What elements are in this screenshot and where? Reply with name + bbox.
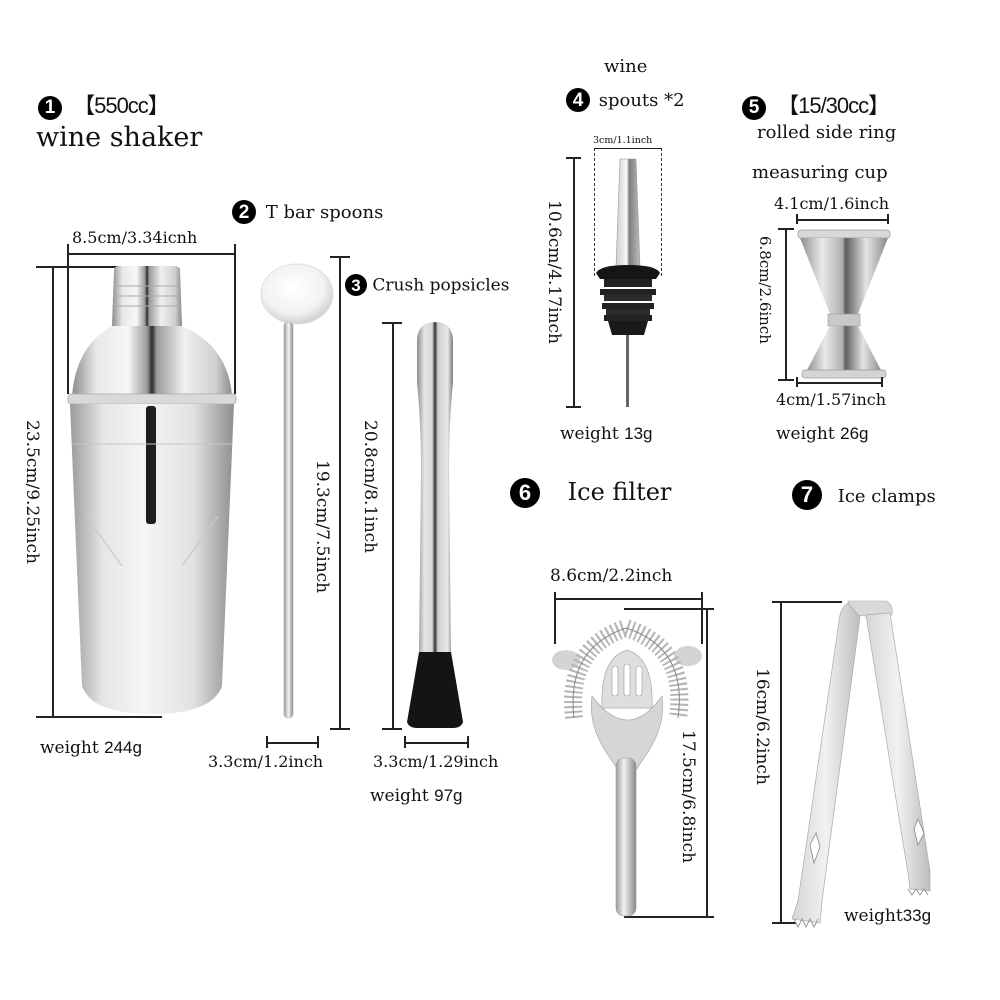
spoon-width-line bbox=[266, 742, 318, 744]
spoon-illustration bbox=[260, 263, 334, 719]
number-badge-5: 5 bbox=[742, 95, 766, 120]
muddler-name: Crush popsicles bbox=[372, 275, 510, 296]
tongs-height-dim: 16cm/6.2inch bbox=[752, 668, 772, 785]
jigger-weight: weight 26g bbox=[776, 424, 869, 444]
jigger-illustration bbox=[797, 229, 891, 379]
shaker-height-dim: 23.5cm/9.25inch bbox=[22, 420, 42, 564]
muddler-illustration bbox=[407, 322, 463, 728]
number-badge-2: 2 bbox=[232, 200, 256, 224]
number-badge-6: 6 bbox=[510, 478, 540, 508]
spout-illustration bbox=[596, 158, 660, 407]
spoon-title: 2 T bar spoons bbox=[232, 200, 383, 224]
jigger-title: 5 【15/30cc】 bbox=[742, 88, 890, 120]
spoon-width-dim: 3.3cm/1.2inch bbox=[208, 752, 324, 771]
spoon-height-dim: 19.3cm/7.5inch bbox=[312, 460, 332, 594]
shaker-illustration bbox=[67, 266, 237, 714]
shaker-title: 1 【550cc】 bbox=[38, 88, 170, 120]
muddler-height-dim: 20.8cm/8.1inch bbox=[360, 420, 380, 554]
jigger-name-line1: rolled side ring bbox=[757, 122, 897, 143]
spout-title: 4 spouts *2 bbox=[566, 88, 685, 112]
spout-width-dim: 3cm/1.1inch bbox=[593, 135, 653, 146]
spout-height-line bbox=[573, 157, 575, 407]
shaker-width-dim: 8.5cm/3.34icnh bbox=[72, 228, 198, 247]
spout-height-dim: 10.6cm/4.17inch bbox=[544, 200, 564, 344]
jigger-capacity: 【15/30cc】 bbox=[777, 93, 890, 118]
shaker-weight: weight 244g bbox=[40, 738, 142, 758]
spout-name-line2: spouts *2 bbox=[598, 89, 685, 111]
strainer-height-dim: 17.5cm/6.8inch bbox=[678, 730, 698, 864]
tongs-title: 7 Ice clamps bbox=[792, 480, 936, 510]
tongs-illustration bbox=[791, 600, 931, 929]
muddler-width-dim: 3.3cm/1.29inch bbox=[373, 752, 499, 771]
muddler-weight: weight 97g bbox=[370, 786, 463, 806]
shaker-name: wine shaker bbox=[36, 122, 203, 153]
number-badge-7: 7 bbox=[792, 480, 822, 510]
jigger-bottom-dim: 4cm/1.57inch bbox=[776, 390, 887, 409]
spout-name-line1: wine bbox=[604, 56, 648, 77]
muddler-width-line bbox=[404, 742, 468, 744]
dimension-line bbox=[67, 253, 235, 255]
jigger-top-dim: 4.1cm/1.6inch bbox=[774, 194, 890, 213]
strainer-width-dim: 8.6cm/2.2inch bbox=[550, 566, 673, 586]
strainer-illustration bbox=[552, 618, 702, 917]
spoon-height-line bbox=[339, 256, 341, 728]
strainer-title: 6 Ice filter bbox=[510, 478, 671, 508]
number-badge-3: 3 bbox=[345, 274, 367, 296]
number-badge-1: 1 bbox=[38, 95, 62, 120]
tongs-weight: weight33g bbox=[844, 906, 932, 926]
spout-dashed-box bbox=[594, 148, 662, 276]
spout-weight: weight 13g bbox=[560, 424, 653, 444]
shaker-capacity: 【550cc】 bbox=[73, 93, 170, 118]
tongs-height-line bbox=[780, 601, 782, 923]
jigger-height-line bbox=[785, 228, 787, 380]
shaker-height-line bbox=[52, 266, 54, 716]
muddler-height-line bbox=[392, 322, 394, 728]
strainer-name: Ice filter bbox=[567, 478, 672, 506]
spoon-name: T bar spoons bbox=[265, 201, 384, 223]
tongs-name: Ice clamps bbox=[837, 486, 936, 507]
strainer-height-line bbox=[706, 608, 708, 916]
jigger-height-dim: 6.8cm/2.6inch bbox=[756, 236, 774, 344]
number-badge-4: 4 bbox=[566, 88, 590, 112]
jigger-name-line2: measuring cup bbox=[752, 162, 888, 183]
muddler-title: 3 Crush popsicles bbox=[345, 274, 509, 296]
